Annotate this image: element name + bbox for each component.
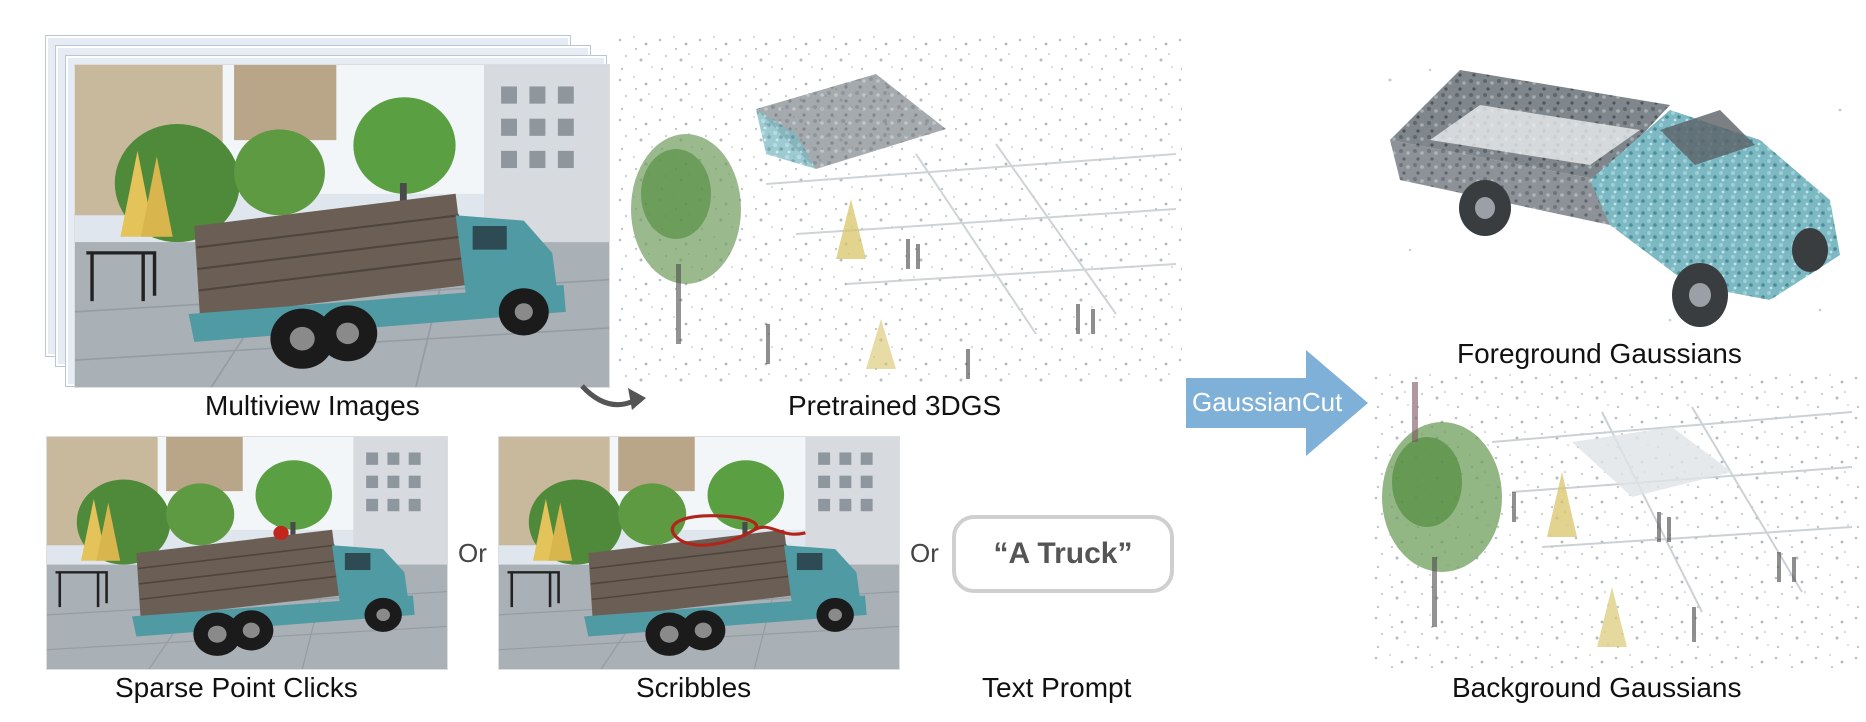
multiview-images-label: Multiview Images (205, 390, 420, 421)
or-separator-2: Or (910, 538, 939, 568)
text-prompt-box: “A Truck” (952, 515, 1174, 593)
click-dot-marker (273, 525, 289, 540)
gaussiancut-arrow (1186, 350, 1368, 456)
sparse-point-clicks-label: Sparse Point Clicks (115, 672, 358, 703)
curved-arrow-icon (580, 384, 646, 410)
foreground-gaussians-render (1370, 50, 1860, 340)
or-separator-1: Or (458, 538, 487, 568)
scribbles-label: Scribbles (636, 672, 752, 703)
scribble-stroke (672, 525, 806, 547)
multiview-image-front (74, 64, 610, 388)
background-gaussians-label: Background Gaussians (1452, 672, 1742, 703)
gaussiancut-label: GaussianCut (1192, 387, 1343, 417)
sparse-clicks-image (46, 436, 448, 670)
foreground-gaussians-label: Foreground Gaussians (1457, 338, 1742, 369)
background-gaussians-render (1372, 372, 1860, 668)
scribbles-image (498, 436, 900, 670)
pretrained-3dgs-label: Pretrained 3DGS (788, 390, 1002, 421)
text-prompt-label: Text Prompt (982, 672, 1132, 703)
pretrained-3dgs-render (616, 34, 1182, 386)
